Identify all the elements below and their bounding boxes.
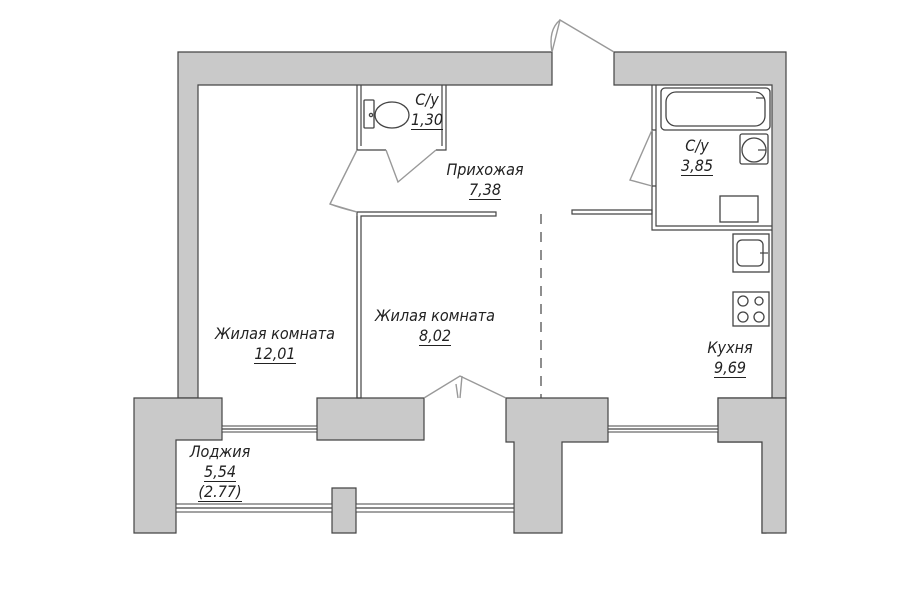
wall-loggia-left <box>133 397 223 534</box>
stove-burner-3 <box>737 311 749 323</box>
stove-burner-4 <box>753 311 765 323</box>
entry-door <box>551 18 615 53</box>
wall-bottom-right <box>505 397 609 534</box>
label-loggia-reduced-area: (2.77) <box>198 482 242 502</box>
bathtub-inner <box>665 91 766 127</box>
label-kitchen-area: 9,69 <box>713 358 747 378</box>
partition-toilet-inner <box>360 85 443 146</box>
bathroom-door <box>629 129 653 187</box>
wall-bottom-mid <box>316 397 425 441</box>
toilet-dot <box>368 112 374 118</box>
toilet-bowl <box>374 101 410 129</box>
label-living-small: Жилая комната 8,02 <box>360 306 510 346</box>
label-bathroom-name: С/у <box>685 136 709 155</box>
label-loggia-area: 5,54 <box>203 462 237 482</box>
stove-burner-1 <box>737 295 749 307</box>
label-loggia-name: Лоджия <box>189 442 251 461</box>
loggia-pier <box>331 487 357 534</box>
label-living-small-name: Жилая комната <box>375 306 495 325</box>
balcony-door-mark <box>455 375 463 399</box>
partition-hall-left <box>356 211 497 399</box>
label-bathroom-area: 3,85 <box>680 156 714 176</box>
label-bathroom: С/у 3,85 <box>673 136 721 176</box>
label-kitchen-name: Кухня <box>707 338 753 357</box>
label-living-large-area: 12,01 <box>254 344 296 364</box>
stove-burner-2 <box>754 296 764 306</box>
partition-hall-right <box>571 209 653 215</box>
label-toilet: С/у 1,30 <box>403 90 451 130</box>
label-living-large-name: Жилая комната <box>215 324 335 343</box>
label-hallway-area: 7,38 <box>468 180 502 200</box>
wall-right <box>717 397 787 534</box>
label-loggia: Лоджия 5,54 (2.77) <box>180 442 260 502</box>
label-toilet-area: 1,30 <box>410 110 444 130</box>
label-toilet-name: С/у <box>415 90 439 109</box>
label-living-large: Жилая комната 12,01 <box>200 324 350 364</box>
large-room-door <box>329 149 358 213</box>
entry-door-arc <box>550 19 561 53</box>
label-hallway-name: Прихожая <box>446 160 524 179</box>
label-living-small-area: 8,02 <box>418 326 452 346</box>
stove <box>732 291 770 327</box>
toilet-door <box>385 149 437 184</box>
kitchen-sink-bowl <box>736 239 764 267</box>
partition-bathroom <box>651 85 772 231</box>
large-room-door-arc <box>329 203 358 213</box>
washing-machine <box>719 195 759 223</box>
label-hallway: Прихожая 7,38 <box>430 160 540 200</box>
label-kitchen: Кухня 9,69 <box>690 338 770 378</box>
balcony-door <box>423 375 507 399</box>
